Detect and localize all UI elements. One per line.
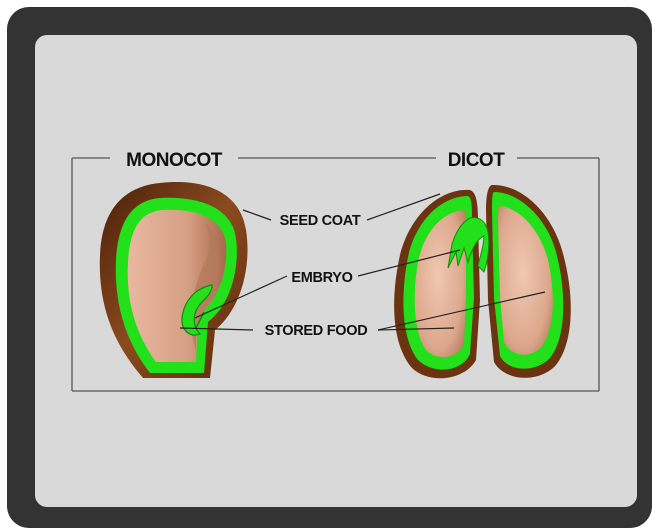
dicot-title: DICOT	[448, 150, 506, 171]
dicot-seed	[394, 185, 571, 378]
label-seed-coat: SEED COAT	[280, 213, 361, 229]
monocot-title: MONOCOT	[126, 150, 223, 171]
label-embryo: EMBRYO	[291, 270, 352, 286]
label-stored-food: STORED FOOD	[265, 323, 368, 339]
monocot-seed	[100, 182, 248, 378]
